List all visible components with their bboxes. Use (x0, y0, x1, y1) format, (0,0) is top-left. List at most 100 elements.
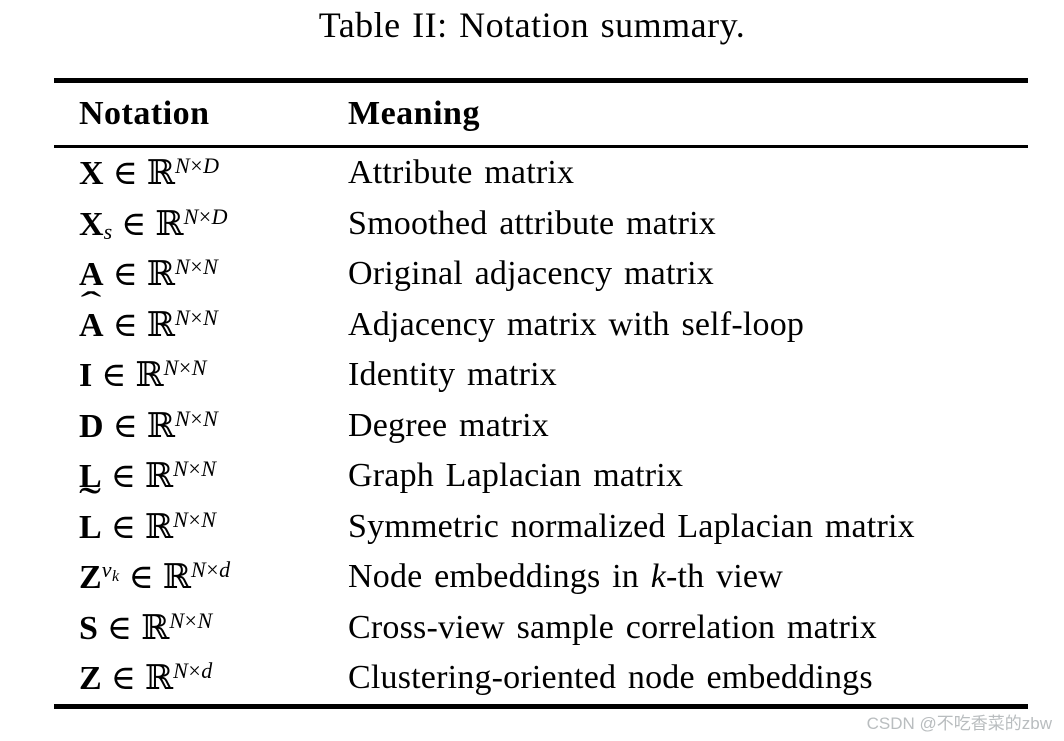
dimension-rows: N (169, 607, 185, 633)
notation-cell: A∈ℝN×N (54, 300, 348, 351)
real-numbers-symbol: ℝ (162, 557, 191, 597)
superscript: vk (102, 557, 120, 585)
dimension-cols: d (219, 557, 231, 583)
notation-cell: L∈ℝN×N (54, 451, 348, 502)
matrix-symbol: Z (79, 559, 102, 596)
meaning-cell: Attribute matrix (348, 148, 1028, 199)
meaning-cell: Cross-view sample correlation matrix (348, 603, 1028, 654)
dimension-superscript: N×d (173, 658, 213, 683)
matrix-symbol: Z (79, 660, 102, 697)
dimension-rows: N (173, 506, 189, 532)
dimension-superscript: N×N (173, 507, 216, 532)
element-of-symbol: ∈ (110, 660, 136, 697)
dimension-superscript: N×N (175, 305, 218, 330)
dimension-rows: N (173, 456, 189, 482)
table-header-rule (54, 145, 1028, 148)
meaning-cell: Smoothed attribute matrix (348, 199, 1028, 250)
dimension-cols: N (191, 355, 207, 381)
dimension-superscript: N×d (191, 557, 231, 582)
meaning-text: Graph Laplacian matrix (348, 457, 684, 494)
dimension-superscript: N×N (169, 608, 212, 633)
table-caption: Table II: Notation summary. (318, 5, 746, 45)
dimension-cols: N (197, 607, 213, 633)
element-of-symbol: ∈ (110, 458, 136, 495)
math-variable: D (79, 402, 104, 453)
dimension-cols: N (203, 304, 219, 330)
element-of-symbol: ∈ (112, 256, 138, 293)
math-variable: X (79, 149, 104, 200)
meaning-text: k (650, 558, 666, 595)
notation-cell: Z∈ℝN×d (54, 653, 348, 704)
meaning-text: Attribute matrix (348, 154, 575, 191)
math-variable: Z (79, 654, 102, 705)
times-symbol: × (206, 557, 220, 583)
math-variable: S (79, 604, 98, 655)
notation-cell: A∈ℝN×N (54, 249, 348, 300)
meaning-text: -th view (666, 558, 783, 595)
meaning-cell: Symmetric normalized Laplacian matrix (348, 502, 1028, 553)
real-numbers-symbol: ℝ (146, 254, 175, 294)
real-numbers-symbol: ℝ (155, 203, 184, 244)
dimension-superscript: N×N (173, 456, 216, 481)
element-of-symbol: ∈ (121, 205, 147, 243)
notation-cell: Xs∈ℝN×D (54, 199, 348, 250)
csdn-watermark: CSDN @不吃香菜的zbw (866, 714, 1052, 733)
element-of-symbol: ∈ (112, 407, 138, 445)
times-symbol: × (198, 203, 212, 229)
meaning-text: Adjacency matrix with self-loop (348, 305, 805, 343)
matrix-symbol: I (79, 357, 93, 394)
matrix-symbol: D (79, 407, 104, 445)
meaning-text: Clustering-oriented node embeddings (348, 659, 873, 696)
table-header-row: Notation Meaning (54, 83, 1028, 145)
dimension-rows: N (175, 153, 191, 179)
dimension-rows: N (175, 304, 191, 330)
meaning-text: Cross-view sample correlation matrix (348, 608, 877, 646)
element-of-symbol: ∈ (112, 306, 138, 344)
dimension-cols: N (201, 456, 217, 482)
superscript-sub: k (111, 567, 120, 585)
element-of-symbol: ∈ (112, 155, 138, 192)
dimension-superscript: N×N (175, 254, 218, 279)
matrix-symbol: S (79, 609, 98, 647)
times-symbol: × (190, 153, 204, 179)
math-variable: Xs (79, 200, 112, 254)
times-symbol: × (184, 607, 198, 633)
real-numbers-symbol: ℝ (141, 607, 170, 648)
notation-cell: Zvk∈ℝN×d (54, 552, 348, 603)
math-variable: I (79, 351, 92, 402)
dimension-rows: N (175, 254, 191, 280)
meaning-text: Original adjacency matrix (348, 255, 714, 292)
real-numbers-symbol: ℝ (144, 456, 174, 496)
meaning-cell: Degree matrix (348, 401, 1028, 452)
notation-cell: X∈ℝN×D (54, 148, 348, 199)
dimension-cols: D (211, 203, 229, 229)
real-numbers-symbol: ℝ (146, 405, 175, 446)
dimension-cols: D (203, 153, 220, 179)
notation-cell: L∈ℝN×N (54, 502, 348, 553)
math-variable: A (79, 301, 104, 352)
dimension-rows: N (175, 405, 191, 431)
element-of-symbol: ∈ (106, 609, 133, 647)
times-symbol: × (188, 456, 202, 482)
meaning-text: Symmetric normalized Laplacian matrix (348, 507, 915, 545)
meaning-cell: Original adjacency matrix (348, 249, 1028, 300)
header-notation: Notation (79, 95, 210, 132)
dimension-superscript: N×D (175, 153, 220, 178)
header-meaning: Meaning (348, 95, 480, 132)
meaning-text: Degree matrix (348, 406, 550, 444)
meaning-text: Node embeddings in (348, 558, 651, 595)
notation-cell: I∈ℝN×N (54, 350, 348, 401)
meaning-cell: Identity matrix (348, 350, 1028, 401)
dimension-rows: N (163, 355, 179, 381)
math-variable: L (79, 503, 102, 554)
